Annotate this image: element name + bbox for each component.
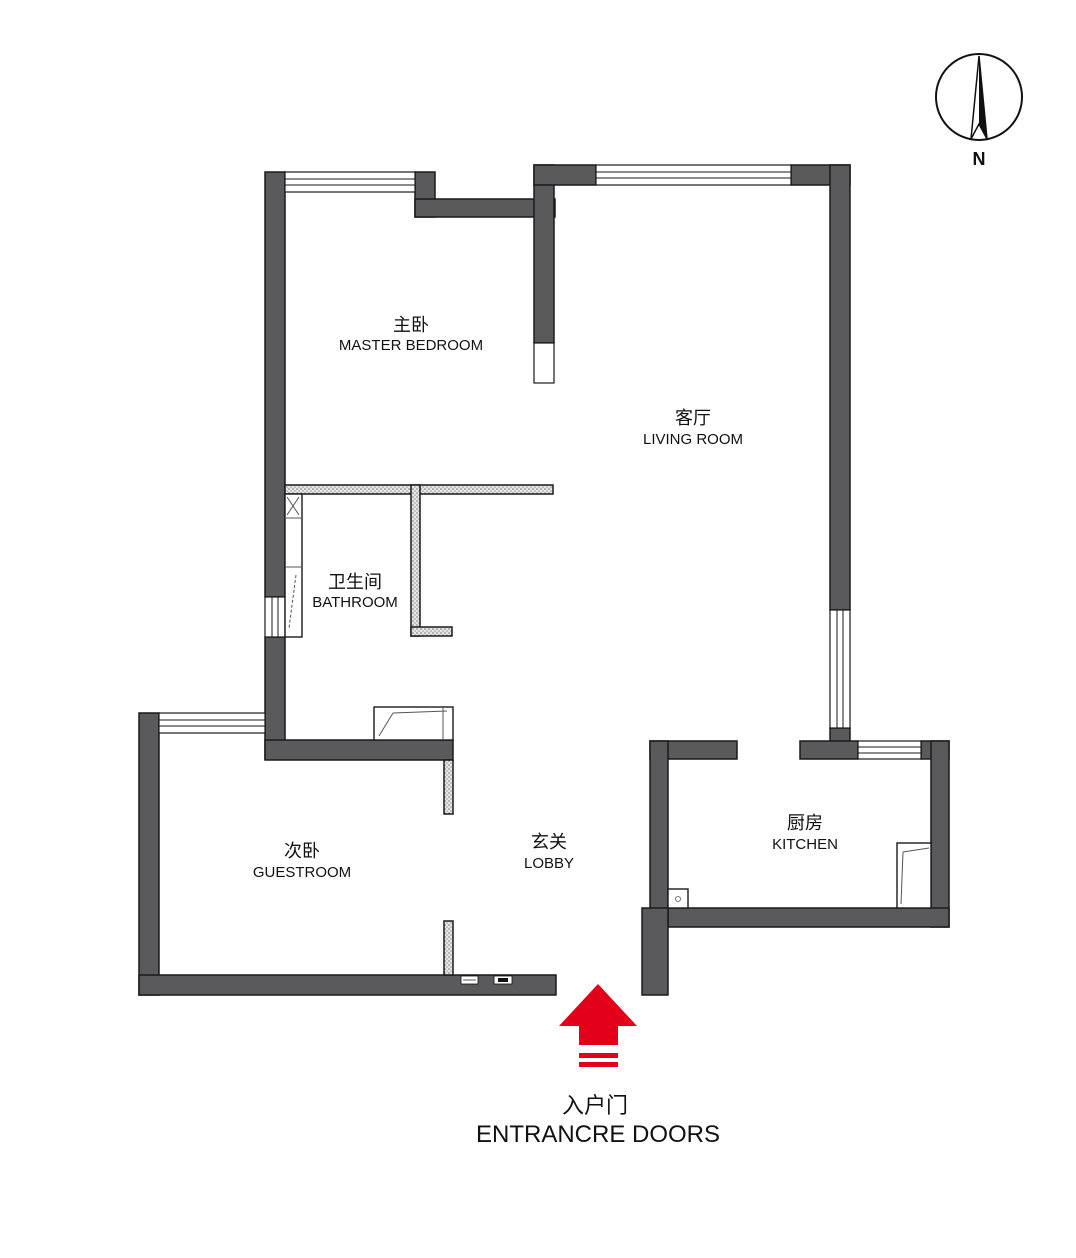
wall-opening-block bbox=[533, 342, 555, 384]
wall-kitchen-bottom bbox=[667, 907, 950, 928]
master-bedroom-label-en: MASTER BEDROOM bbox=[339, 337, 483, 354]
wall-guestroom-left bbox=[138, 712, 160, 996]
wall-living-left bbox=[533, 164, 555, 344]
window-kitchen bbox=[857, 740, 922, 760]
kitchen-label-en: KITCHEN bbox=[772, 836, 838, 853]
window-living-room bbox=[595, 164, 792, 186]
wall-kitchen-top-right bbox=[799, 740, 859, 760]
north-compass-icon: N bbox=[935, 53, 1023, 169]
partitions bbox=[284, 484, 554, 976]
wall-living-top-left bbox=[533, 164, 597, 186]
room-labels: 主卧 MASTER BEDROOM 客厅 LIVING ROOM 卫生间 BAT… bbox=[253, 315, 838, 881]
windows bbox=[158, 164, 922, 760]
wall-guestroom-top bbox=[264, 739, 454, 761]
master-bedroom-label-zh: 主卧 bbox=[393, 315, 429, 336]
partition-bath-bottom bbox=[410, 626, 453, 637]
guestroom-label-zh: 次卧 bbox=[284, 841, 320, 862]
guestroom-label-en: GUESTROOM bbox=[253, 864, 351, 881]
lobby-label-en: LOBBY bbox=[524, 855, 574, 872]
partition-guestroom-upper bbox=[443, 759, 454, 815]
fixtures bbox=[284, 493, 932, 985]
bathroom-label-zh: 卫生间 bbox=[328, 572, 382, 593]
wall-bedroom-notch-horizontal bbox=[414, 198, 556, 218]
wall-guestroom-bottom bbox=[138, 974, 557, 996]
living-room-label-zh: 客厅 bbox=[675, 408, 711, 429]
lobby-label-zh: 玄关 bbox=[531, 832, 567, 853]
entrance-label-zh: 入户门 bbox=[562, 1094, 628, 1119]
compass-north-label: N bbox=[973, 149, 986, 169]
kitchen-label-zh: 厨房 bbox=[787, 813, 823, 834]
wall-entrance-right bbox=[641, 907, 669, 996]
walls bbox=[138, 164, 950, 996]
wall-kitchen-right bbox=[930, 740, 950, 928]
living-room-label-en: LIVING ROOM bbox=[643, 431, 743, 448]
window-guestroom bbox=[158, 712, 266, 734]
wall-living-right bbox=[829, 164, 851, 611]
wall-kitchen-left bbox=[649, 740, 669, 924]
wall-bedroom-left bbox=[264, 171, 286, 598]
entrance-label-en: ENTRANCRE DOORS bbox=[476, 1121, 720, 1148]
kitchen-drain bbox=[667, 888, 689, 909]
bathroom-label-en: BATHROOM bbox=[312, 594, 398, 611]
bath-cabinet bbox=[284, 493, 303, 638]
entrance-arrow-icon bbox=[559, 984, 637, 1067]
window-bathroom bbox=[264, 596, 286, 638]
wall-living-right-stub bbox=[829, 727, 851, 743]
partition-guestroom-lower bbox=[443, 920, 454, 976]
partition-bath-right bbox=[410, 484, 421, 637]
window-master-bedroom bbox=[284, 171, 416, 193]
window-living-room-east bbox=[829, 609, 851, 729]
